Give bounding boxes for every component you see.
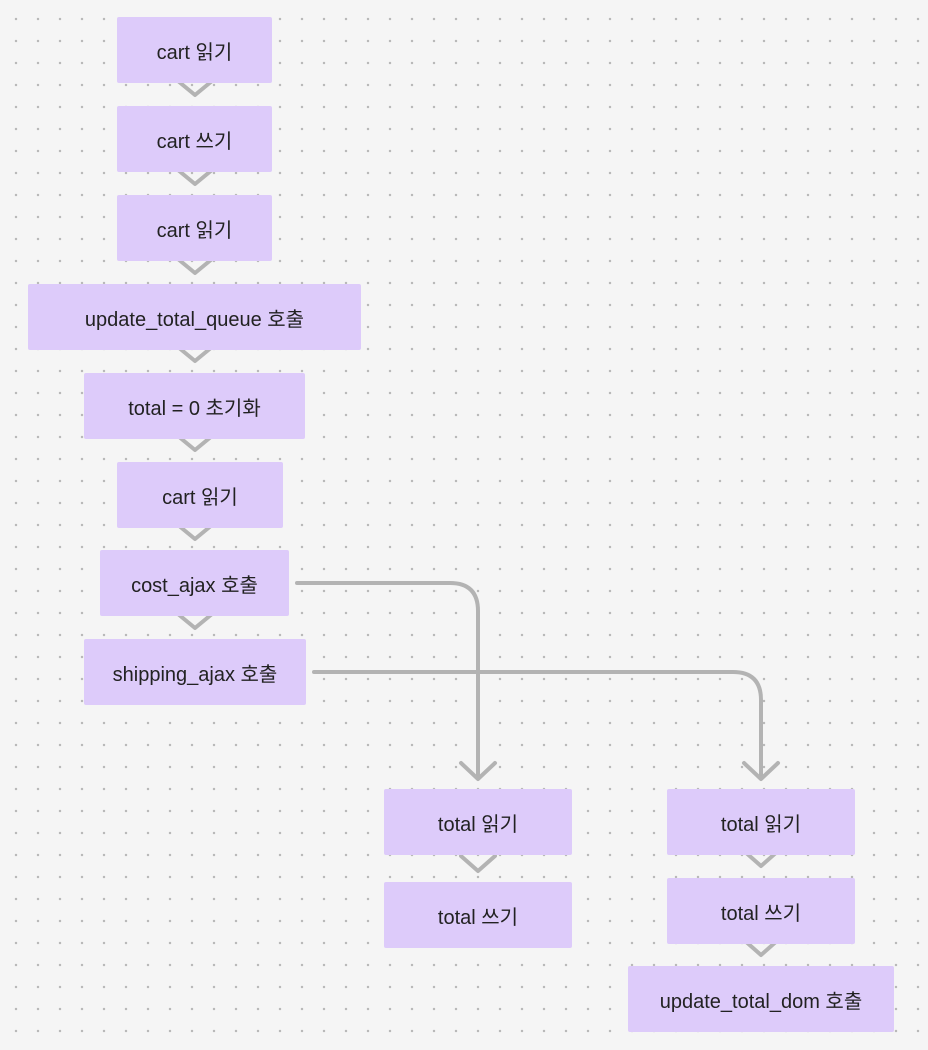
node-update-total-queue-call: update_total_queue 호출 [28, 284, 361, 350]
node-label: total 쓰기 [720, 902, 802, 925]
chevron-down-icon [176, 168, 214, 186]
arrow-head-icon [459, 761, 497, 781]
node-update-total-dom-call: update_total_dom 호출 [628, 966, 894, 1032]
node-label: update_total_queue 호출 [84, 308, 305, 331]
node-label: cart 쓰기 [156, 130, 233, 153]
shipping-branch-connector [312, 670, 763, 780]
chevron-down-icon [176, 257, 214, 275]
node-shipping-total-write: total 쓰기 [667, 878, 855, 944]
cost-branch-connector [295, 581, 480, 780]
chevron-down-icon [176, 79, 214, 97]
node-cost-total-write: total 쓰기 [384, 882, 572, 948]
node-cart-write: cart 쓰기 [117, 106, 272, 172]
node-cart-read-2: cart 읽기 [117, 195, 272, 261]
node-cart-read-1: cart 읽기 [117, 17, 272, 83]
node-shipping-ajax-call: shipping_ajax 호출 [84, 639, 306, 705]
chevron-down-icon [459, 854, 497, 873]
node-label: cost_ajax 호출 [131, 574, 258, 597]
chevron-down-icon [176, 612, 214, 630]
node-cart-read-3: cart 읽기 [117, 462, 283, 528]
node-label: update_total_dom 호출 [659, 990, 863, 1013]
node-shipping-total-read: total 읽기 [667, 789, 855, 855]
node-total-init: total = 0 초기화 [84, 373, 305, 439]
node-label: cart 읽기 [162, 486, 238, 509]
node-label: cart 읽기 [156, 41, 233, 64]
node-cost-total-read: total 읽기 [384, 789, 572, 855]
node-label: total 쓰기 [437, 906, 519, 929]
node-label: total 읽기 [720, 813, 802, 836]
arrow-head-icon [742, 761, 780, 781]
node-label: shipping_ajax 호출 [112, 663, 278, 686]
node-cost-ajax-call: cost_ajax 호출 [100, 550, 289, 616]
node-label: total = 0 초기화 [128, 397, 261, 420]
node-label: cart 읽기 [156, 219, 233, 242]
node-label: total 읽기 [437, 813, 519, 836]
